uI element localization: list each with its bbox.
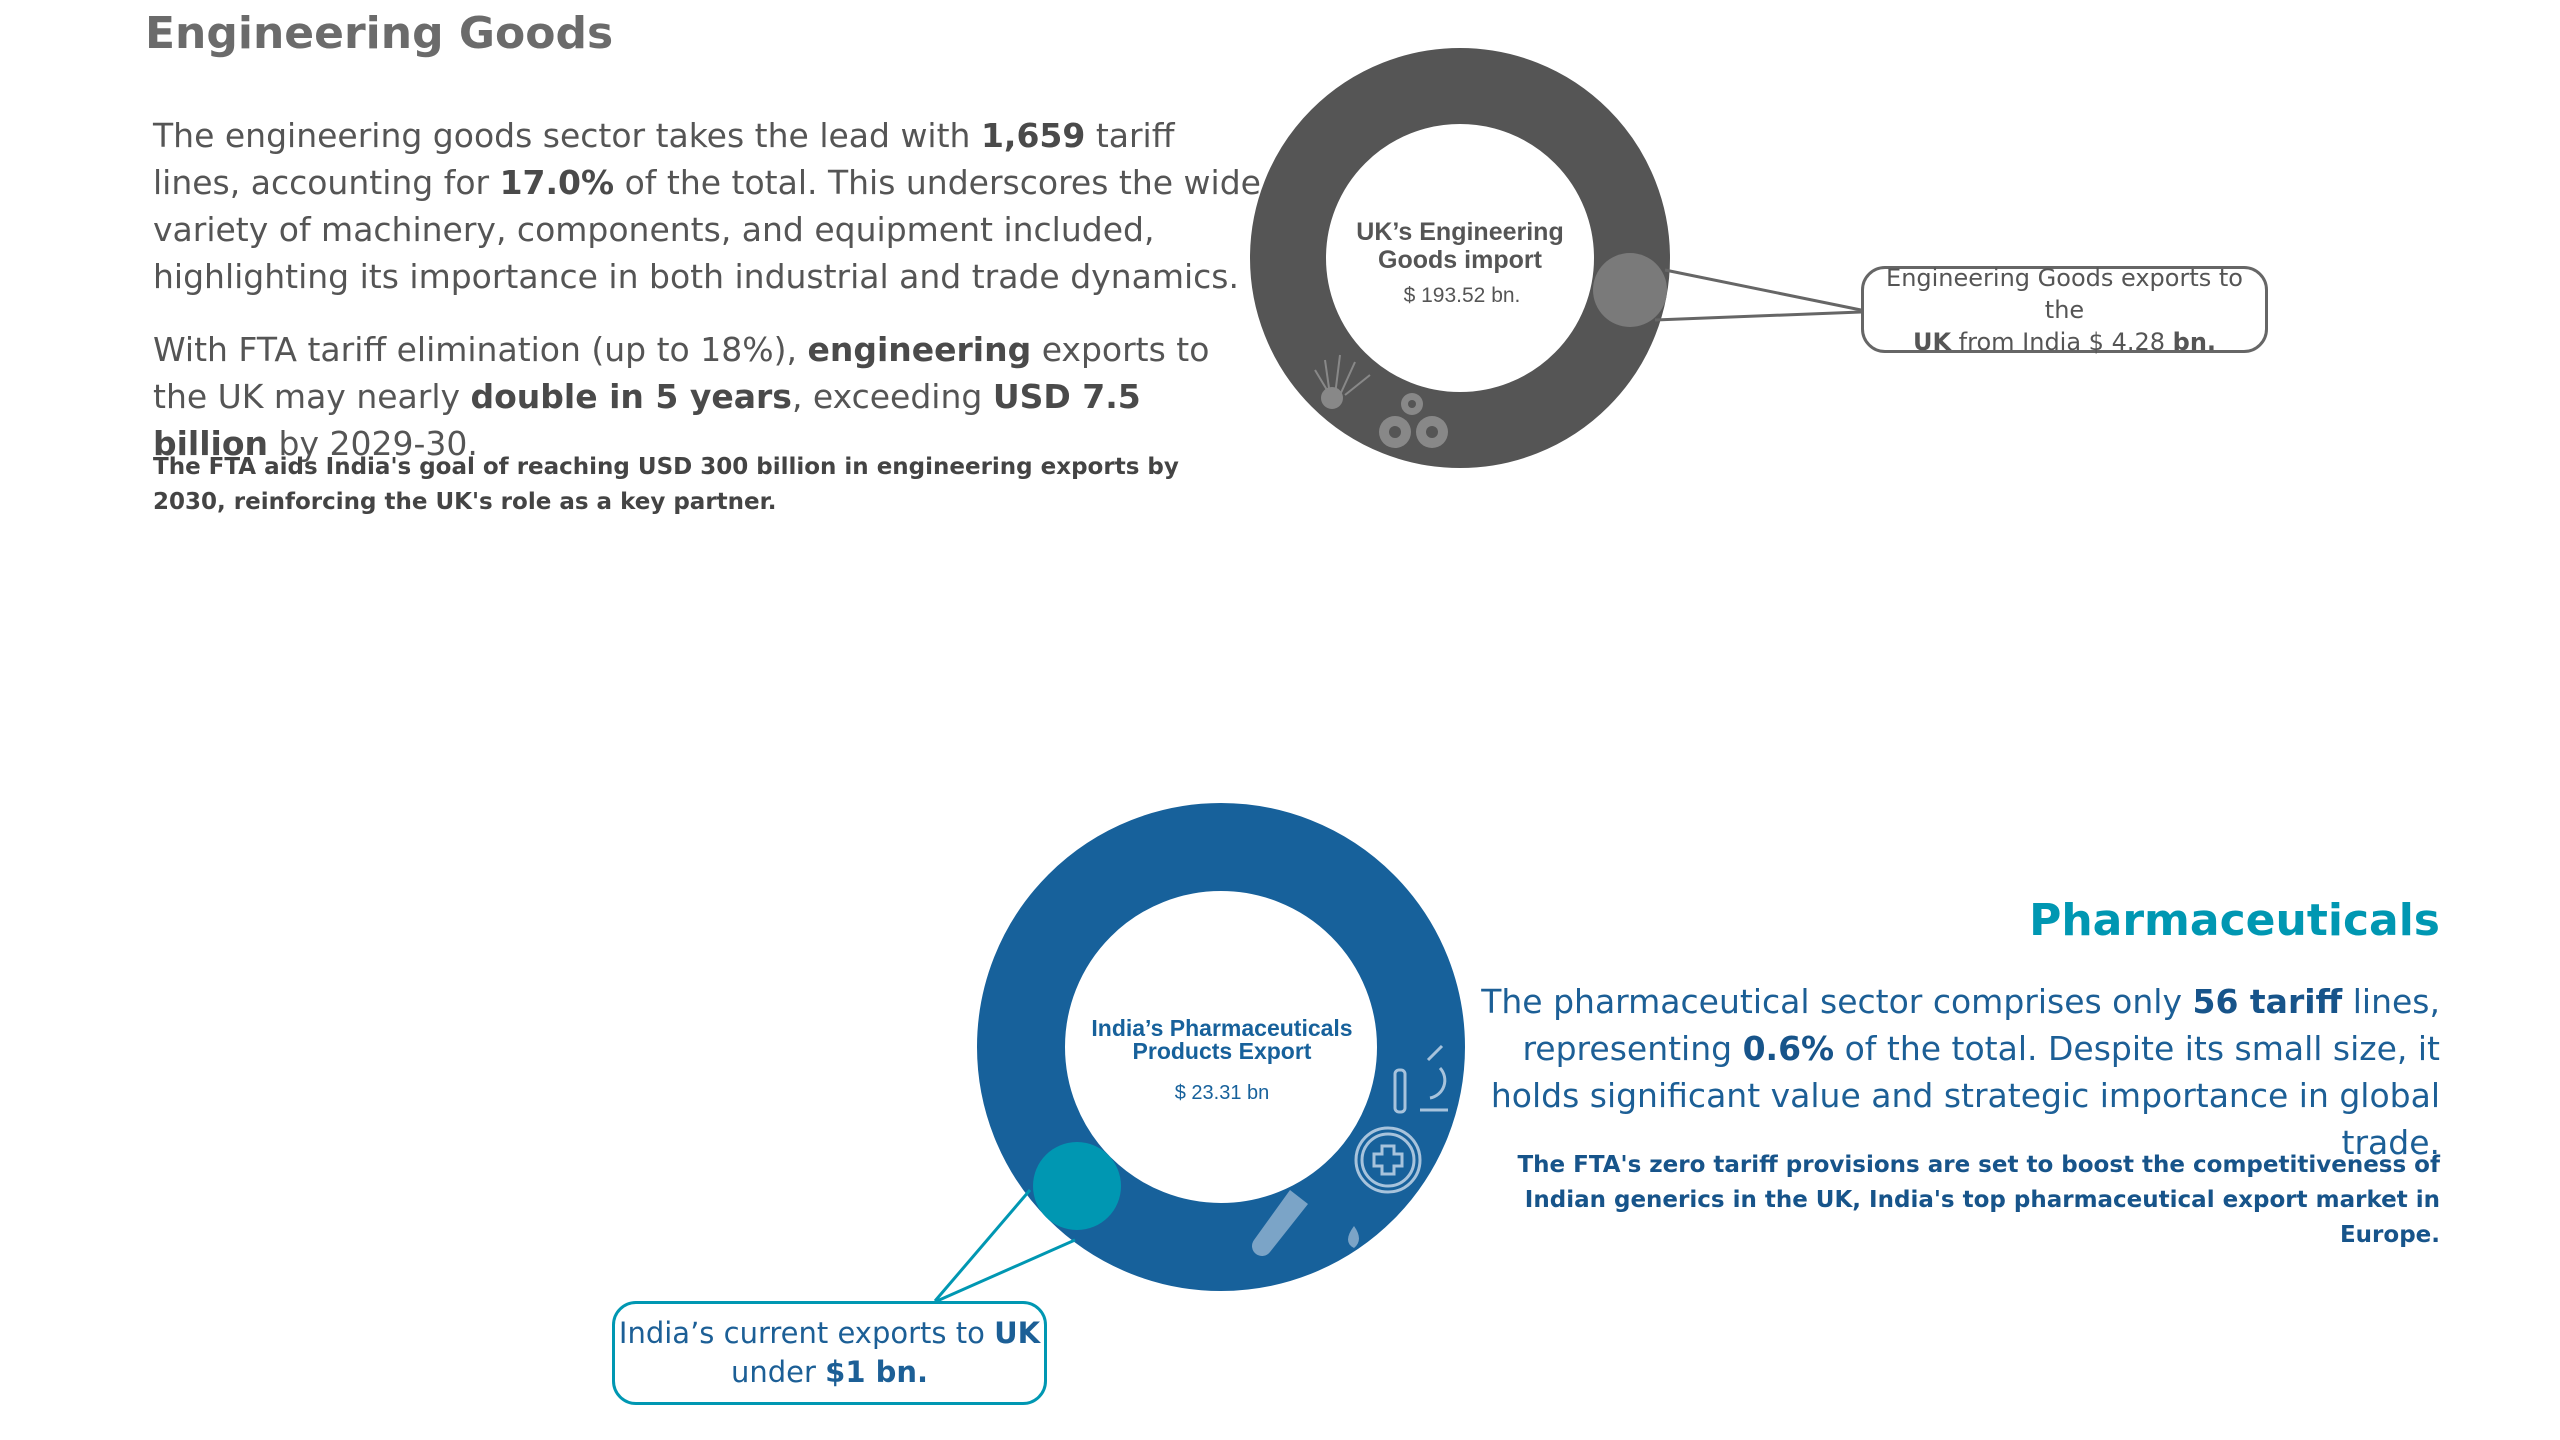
- engineering-heading: Engineering Goods: [145, 8, 614, 59]
- medical-cross-icon: [1354, 1126, 1422, 1194]
- engineering-donut-value: $ 193.52 bn.: [1404, 284, 1521, 307]
- bold-text: UK: [1912, 327, 1952, 356]
- pharma-donut-title: India’s Pharmaceuticals: [1091, 1015, 1352, 1041]
- engineering-donut-title: UK’s Engineering: [1356, 218, 1563, 246]
- bold-text: double in 5 years: [470, 377, 792, 416]
- gears-icon: [1379, 393, 1448, 448]
- test-tube-icon: [1252, 1190, 1359, 1257]
- bold-text: USD 7.5 billion: [153, 377, 1141, 463]
- microscope-icon: [1393, 1044, 1448, 1114]
- pharma-note: The FTA's zero tariff provisions are set…: [1517, 1152, 2440, 1248]
- engineering-paragraph-1: The engineering goods sector takes the l…: [153, 112, 1263, 300]
- callout-line: [933, 1189, 1032, 1302]
- text: lines, representing: [1522, 982, 2440, 1068]
- callout-text: Engineering Goods exports to the: [1886, 263, 2243, 324]
- bold-text: 17.0%: [499, 163, 615, 202]
- bold-text: UK: [994, 1316, 1041, 1350]
- text: The pharmaceutical sector comprises only: [1481, 982, 2193, 1021]
- pharma-ring: [977, 803, 1465, 1291]
- bold-text: bn.: [2172, 327, 2217, 356]
- engineering-paragraph-2: With FTA tariff elimination (up to 18%),…: [153, 326, 1263, 467]
- bold-text: $1 bn.: [825, 1355, 929, 1389]
- text: The engineering goods sector takes the l…: [153, 116, 981, 155]
- bold-text: 56 tariff: [2192, 982, 2343, 1021]
- engineering-callout: Engineering Goods exports to the UK from…: [1861, 264, 2268, 356]
- text: India’s current exports to: [618, 1316, 995, 1350]
- callout-text: India’s current exports to UK: [619, 1314, 1040, 1353]
- engineering-marker: [1593, 253, 1667, 327]
- callout-line: [1664, 268, 1862, 312]
- text: under: [730, 1355, 826, 1389]
- pharma-paragraph: The pharmaceutical sector comprises only…: [1440, 978, 2440, 1166]
- bold-text: 0.6%: [1742, 1029, 1835, 1068]
- engineering-note: The FTA aids India's goal of reaching US…: [153, 454, 1179, 515]
- pharma-heading: Pharmaceuticals: [2029, 895, 2440, 946]
- text: , exceeding: [791, 377, 993, 416]
- pharma-donut: India’s Pharmaceuticals Products Export …: [933, 803, 1465, 1303]
- pharma-donut-value: $ 23.31 bn: [1175, 1082, 1270, 1104]
- callout-line: [1654, 310, 1862, 322]
- text: of the total. This underscores the wide …: [153, 163, 1261, 296]
- text: from India $ 4.28: [1951, 327, 2173, 356]
- text: of the total. Despite its small size, it…: [1490, 1029, 2440, 1162]
- circuit-icon: [1314, 354, 1371, 409]
- callout-text: under $1 bn.: [731, 1353, 928, 1392]
- text: tariff lines, accounting for: [153, 116, 1175, 202]
- text: by 2029-30.: [268, 424, 478, 463]
- callout-line: [936, 1238, 1076, 1303]
- callout-text: UK from India $ 4.28 bn.: [1913, 326, 2216, 358]
- pharma-marker: [1033, 1142, 1121, 1230]
- text: With FTA tariff elimination (up to 18%),: [153, 330, 808, 369]
- pharma-callout: India’s current exports to UK under $1 b…: [612, 1301, 1047, 1405]
- bold-text: 1,659: [980, 116, 1086, 155]
- pharma-donut-title: Products Export: [1133, 1038, 1312, 1064]
- bold-text: engineering: [807, 330, 1032, 369]
- engineering-donut-title: Goods import: [1378, 246, 1543, 274]
- text: exports to the UK may nearly: [153, 330, 1210, 416]
- engineering-donut: UK’s Engineering Goods import $ 193.52 b…: [1250, 48, 1862, 468]
